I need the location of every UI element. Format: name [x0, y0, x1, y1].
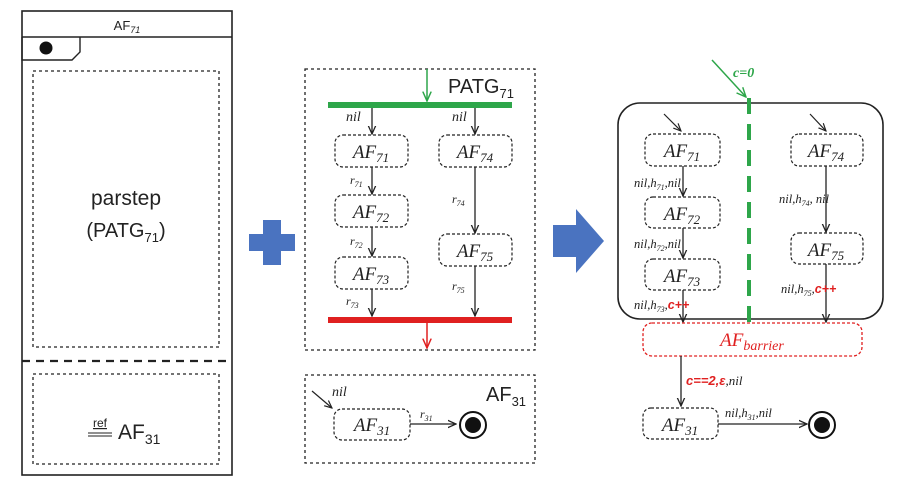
parstep-argument: (PATG71)	[86, 220, 165, 245]
guard-top: c=0	[733, 66, 754, 81]
svg-text:AF73: AF73	[662, 266, 701, 289]
edge-label-r75: r75	[452, 279, 465, 295]
plus-icon	[249, 220, 295, 265]
final-state-icon	[459, 411, 487, 439]
redge-74-75: nil,h74, nil	[779, 192, 830, 208]
svg-text:AFbarrier: AFbarrier	[718, 330, 784, 354]
final-state-icon-right	[808, 411, 836, 439]
svg-text:AF74: AF74	[806, 141, 845, 164]
ref-keyword: ref	[93, 416, 108, 430]
rnode-af31: AF31	[642, 407, 719, 440]
af31-frame	[304, 374, 536, 464]
svg-text:AF72: AF72	[662, 204, 701, 227]
patg-title: PATG71	[448, 76, 514, 101]
branch-right-label: nil	[452, 110, 467, 125]
edge-label-r31: r31	[420, 407, 433, 423]
parstep-label: parstep	[91, 187, 161, 210]
svg-text:AF72: AF72	[351, 202, 390, 225]
svg-text:AF31: AF31	[352, 415, 390, 438]
redge-71-72: nil,h71,nil	[634, 176, 681, 192]
initial-state-dot	[39, 41, 53, 55]
initial-state-tab	[21, 37, 81, 61]
barrier-node: AFbarrier	[642, 322, 863, 357]
svg-text:AF75: AF75	[806, 240, 845, 263]
patg-frame	[304, 68, 536, 351]
rnode-af72: AF72	[644, 196, 721, 229]
ref-target: AF31	[118, 421, 161, 447]
left-panel-frame	[21, 10, 233, 476]
node-af72: AF72	[334, 194, 409, 228]
rnode-af71: AF71	[644, 133, 721, 167]
rnode-af74: AF74	[790, 133, 864, 167]
guard-bottom: c==2,ε,nil	[686, 373, 743, 388]
svg-text:AF73: AF73	[351, 264, 390, 287]
svg-text:AF31: AF31	[660, 415, 698, 438]
node-af71: AF71	[334, 134, 409, 168]
svg-text:AF71: AF71	[351, 142, 389, 165]
left-panel-title: AF71	[114, 18, 141, 35]
edge-label-r73: r73	[346, 294, 359, 310]
redge-73-out: nil,h73,c++	[634, 298, 690, 314]
branch-left-label: nil	[346, 110, 361, 125]
redge-72-73: nil,h72,nil	[634, 237, 681, 253]
af31-initial-label: nil	[332, 385, 347, 400]
fork-bar	[328, 102, 512, 108]
svg-text:AF74: AF74	[455, 142, 494, 165]
redge-final: nil,h31,nil	[725, 406, 772, 422]
svg-text:AF75: AF75	[455, 241, 494, 264]
node-af73: AF73	[334, 256, 409, 290]
rnode-af73: AF73	[644, 258, 721, 291]
node-af75: AF75	[438, 233, 513, 267]
edge-label-r74: r74	[452, 192, 465, 208]
rnode-af75: AF75	[790, 232, 864, 265]
left-panel: AF71 parstep (PATG71) ref AF31	[21, 10, 233, 476]
node-af31: AF31	[333, 408, 411, 441]
node-af74: AF74	[438, 134, 513, 168]
edge-label-r72: r72	[350, 234, 363, 250]
middle-panel: PATG71 nil nil AF71 AF72 AF73 AF74	[304, 68, 536, 464]
parstep-frame	[32, 70, 220, 348]
redge-75-out: nil,h75,c++	[781, 282, 837, 298]
af31-title: AF31	[486, 384, 526, 409]
svg-text:AF71: AF71	[662, 141, 700, 164]
transform-arrow-icon	[553, 209, 604, 273]
ref-frame	[32, 373, 220, 465]
edge-label-r71: r71	[350, 173, 363, 189]
join-bar	[328, 317, 512, 323]
right-panel: c=0 AF71 AF72 AF73 AF74	[617, 59, 884, 440]
